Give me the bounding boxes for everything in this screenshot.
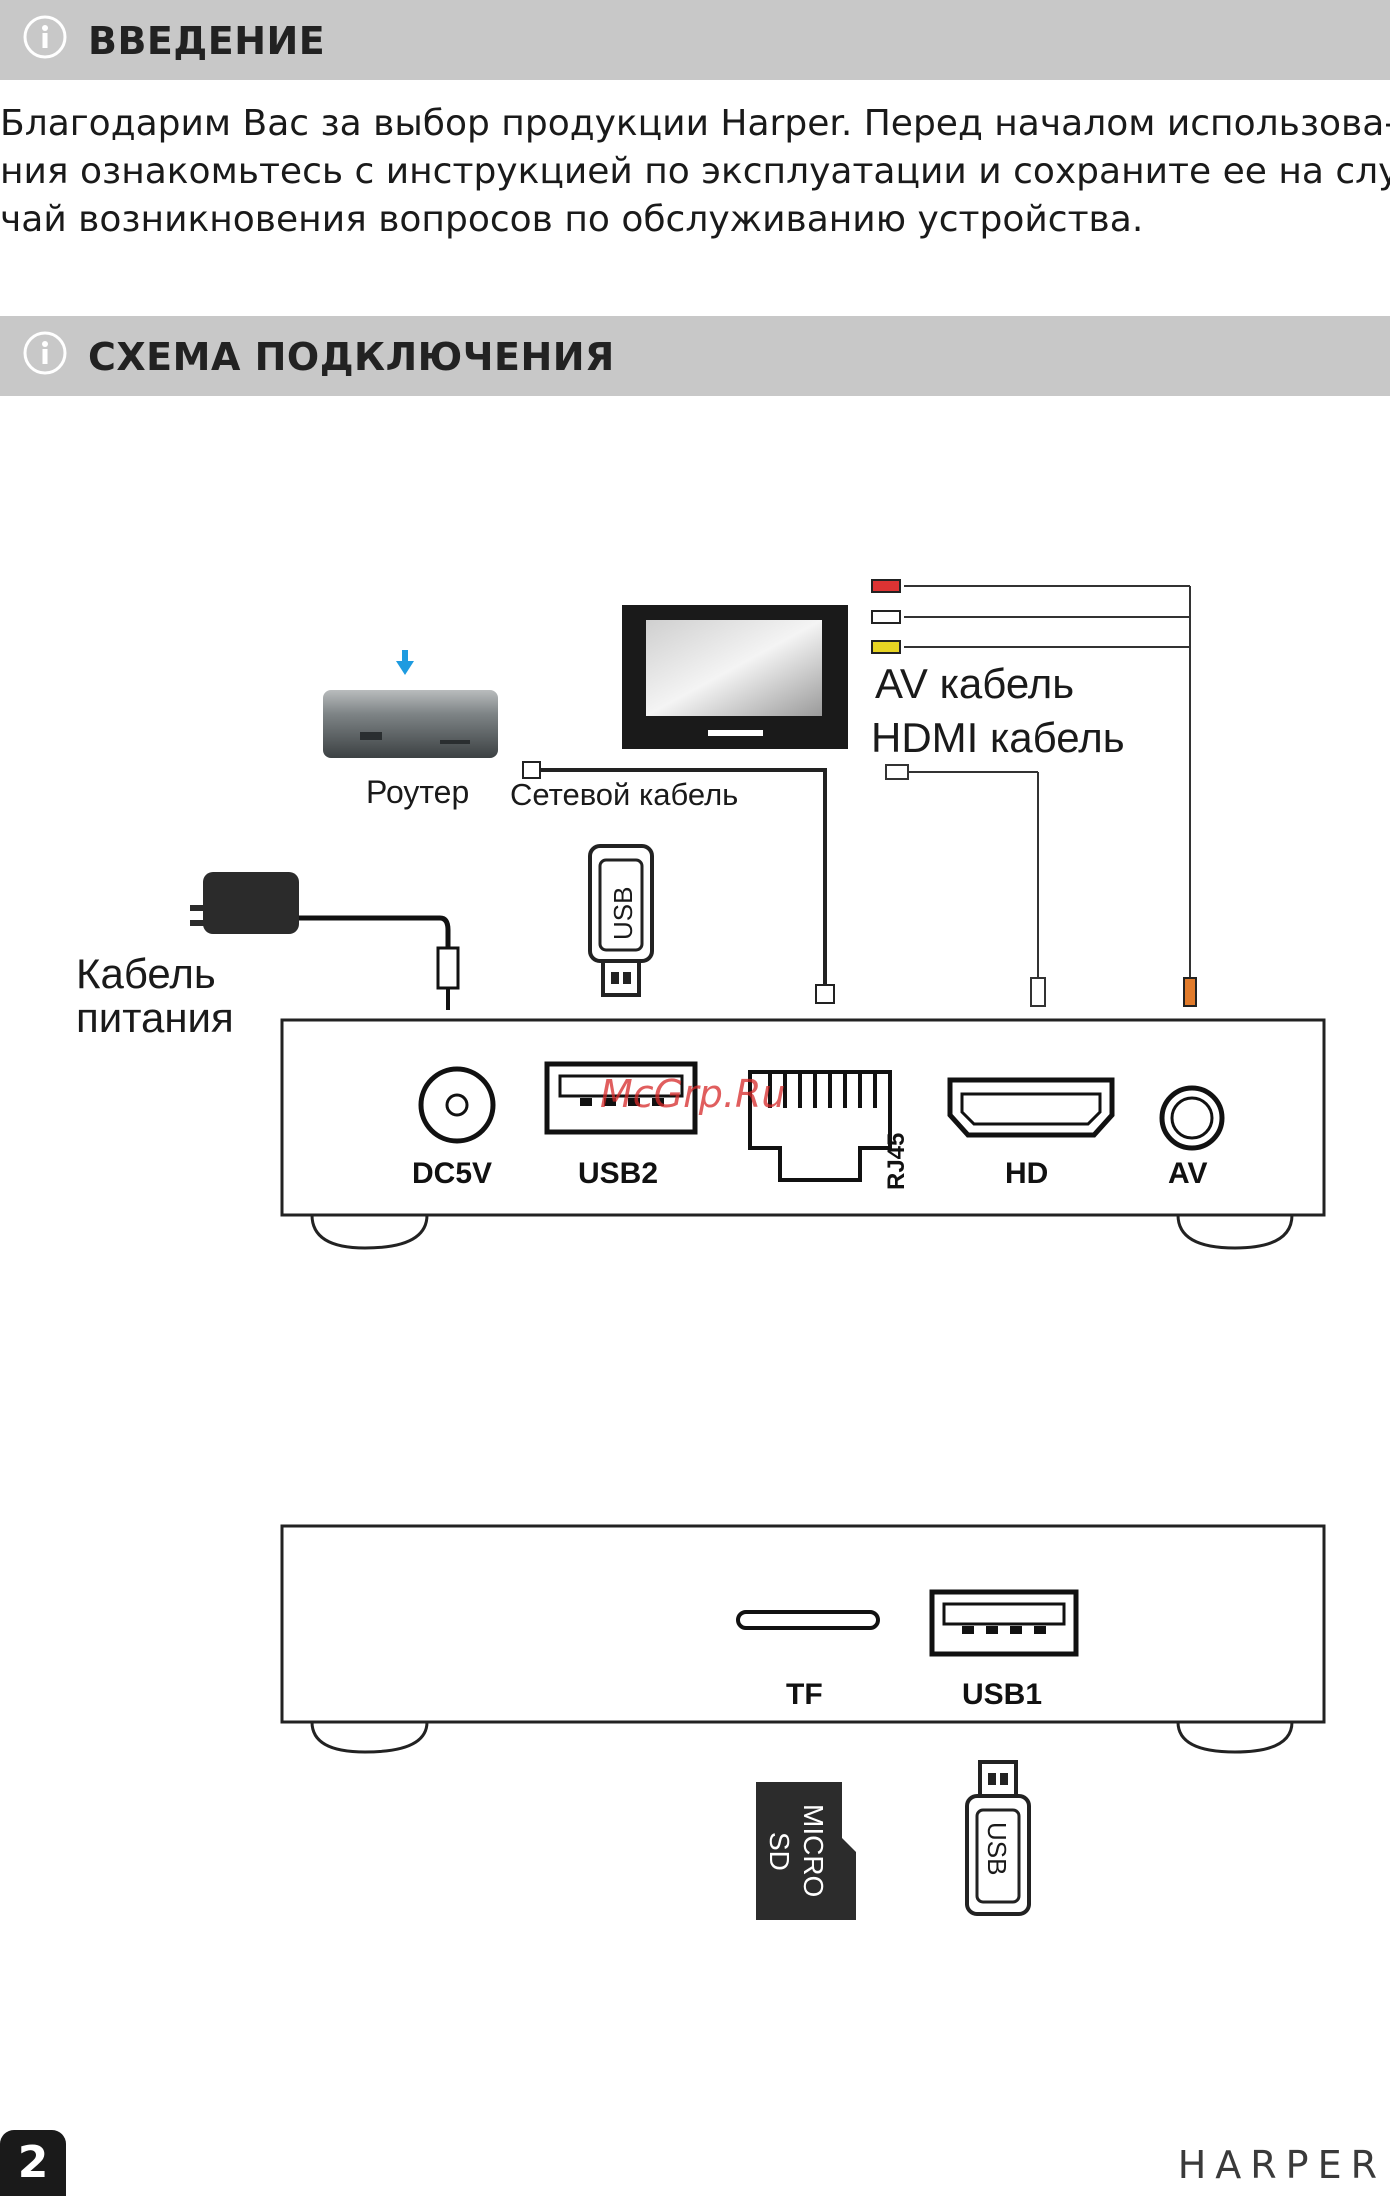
micro-sd-label: MICRO (798, 1804, 829, 1897)
info-icon (23, 15, 67, 59)
power-cable (296, 915, 460, 1010)
av-plugs (871, 579, 1197, 1007)
port-label-hd: HD (1005, 1157, 1048, 1190)
section-header-connection-scheme: СХЕМА ПОДКЛЮЧЕНИЯ (0, 316, 1390, 396)
port-label-av: AV (1168, 1157, 1207, 1190)
usb2-port (544, 1061, 698, 1135)
tf-slot (736, 1610, 880, 1630)
section-title: ВВЕДЕНИЕ (88, 19, 326, 63)
hdmi-port (947, 1077, 1115, 1138)
network-cable-label: Сетевой кабель (510, 777, 738, 812)
info-icon (23, 331, 67, 375)
port-label-dc5v: DC5V (412, 1157, 492, 1190)
power-adapter (190, 872, 299, 934)
lan-port (748, 1070, 892, 1182)
port-label-tf: TF (786, 1678, 823, 1711)
micro-sd-label: SD (764, 1832, 795, 1871)
section-header-introduction: ВВЕДЕНИЕ (0, 0, 1390, 80)
lan-port-label: RJ45 (883, 1133, 910, 1190)
network-cable (522, 761, 835, 1004)
router-label: Роутер (366, 774, 469, 810)
micro-sd-card: MICRO SD (756, 1782, 856, 1920)
usb-stick-label: USB (608, 887, 638, 940)
dc5v-port (418, 1066, 496, 1144)
usb1-port (929, 1589, 1079, 1657)
usb-stick: USB (588, 844, 654, 997)
av-cable (904, 585, 1191, 978)
arrow-down-icon (396, 650, 414, 675)
usb-stick-label: USB (982, 1822, 1012, 1875)
hdmi-cable (885, 764, 1046, 1007)
section-title: СХЕМА ПОДКЛЮЧЕНИЯ (88, 335, 615, 379)
power-cable-label: Кабель (76, 950, 216, 997)
page-number: 2 (0, 2130, 66, 2196)
port-label-usb1: USB1 (962, 1678, 1042, 1711)
intro-line: чай возникновения вопросов по обслуживан… (0, 199, 1144, 240)
tv (622, 605, 848, 749)
av-port (1159, 1085, 1225, 1151)
av-cable-label: AV кабель (875, 660, 1074, 707)
power-cable-label: питания (76, 994, 234, 1041)
intro-line: Благодарим Вас за выбор продукции Harper… (0, 103, 1390, 144)
intro-line: ния ознакомьтесь с инструкцией по эксплу… (0, 151, 1390, 192)
hdmi-cable-label: HDMI кабель (871, 714, 1125, 761)
intro-paragraph: Благодарим Вас за выбор продукции Harper… (0, 100, 1390, 244)
brand-logo: HARPER (1177, 2143, 1386, 2187)
router (323, 690, 498, 758)
usb-stick: USB (965, 1760, 1031, 1916)
front-panel (280, 1524, 1326, 1754)
watermark: McGrp.Ru (600, 1072, 786, 1116)
port-label-usb2: USB2 (578, 1157, 658, 1190)
